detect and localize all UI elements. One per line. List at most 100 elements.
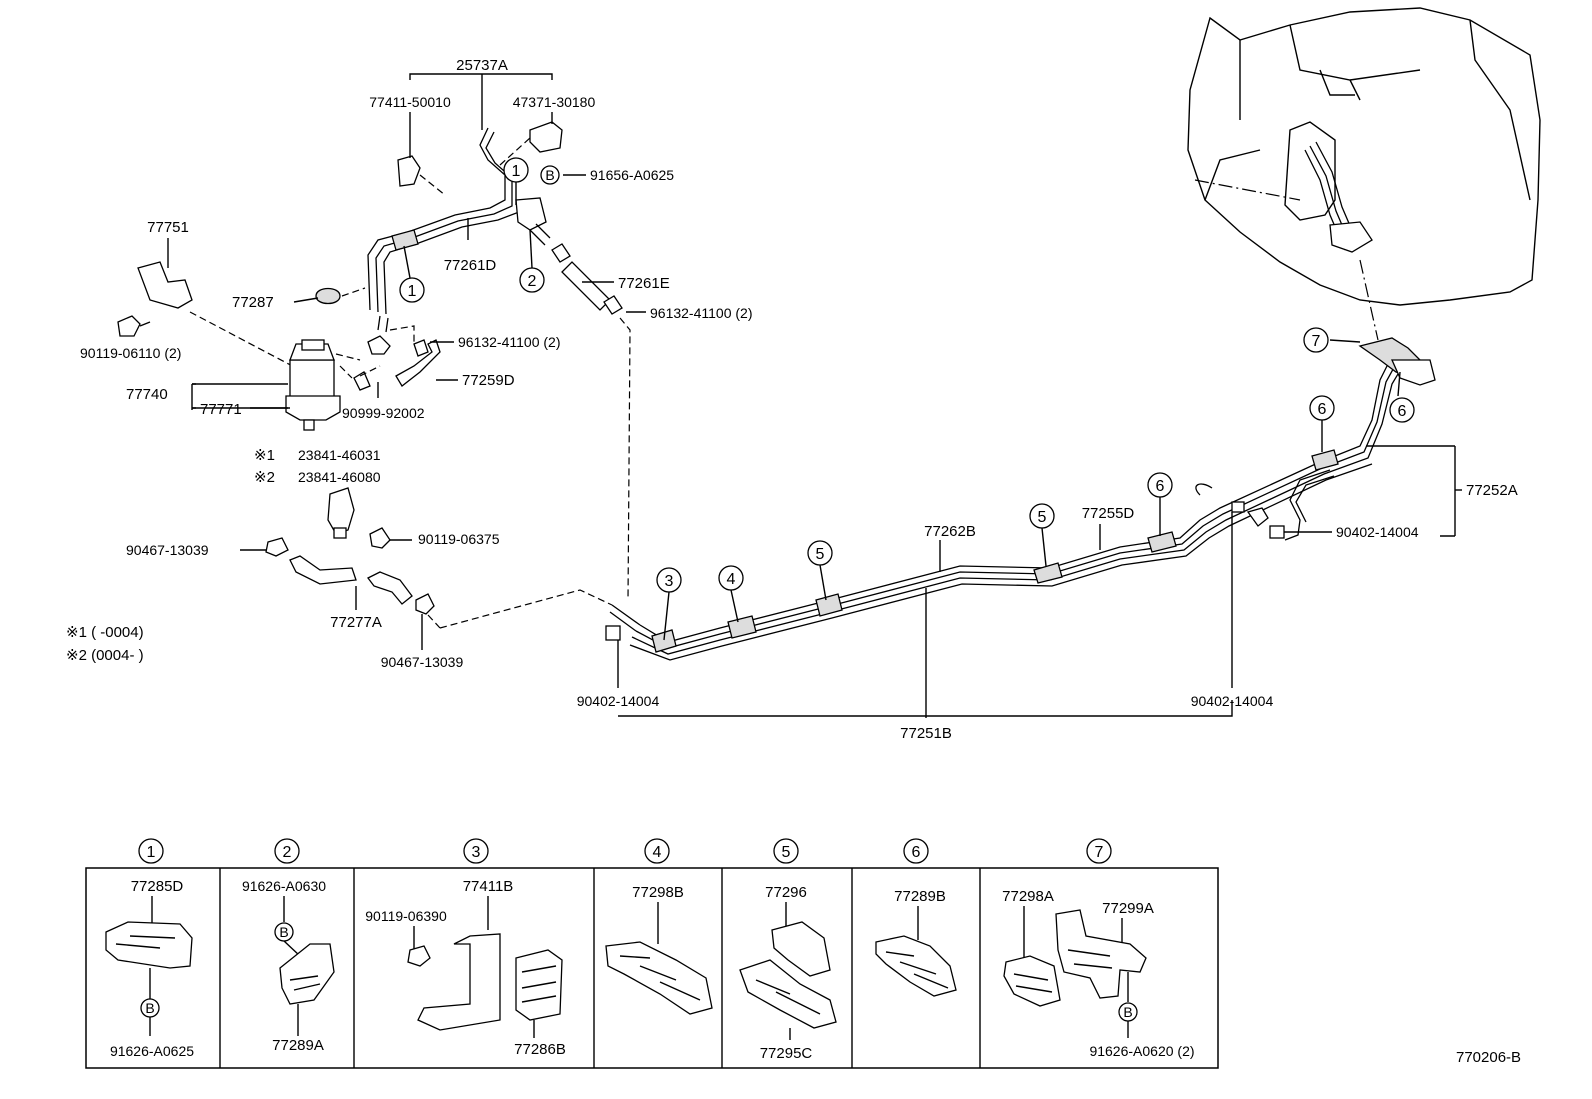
svg-text:5: 5 bbox=[816, 546, 825, 563]
part-labels: 25737A 77411-50010 47371-30180 91656-A06… bbox=[66, 57, 1518, 742]
label-96132-41100-a: 96132-41100 (2) bbox=[650, 305, 752, 321]
svg-text:7: 7 bbox=[1312, 333, 1321, 350]
callout-7: 7 bbox=[1303, 327, 1329, 353]
label-77411-50010: 77411-50010 bbox=[369, 94, 451, 110]
label-77285D: 77285D bbox=[131, 878, 184, 895]
label-77286B: 77286B bbox=[514, 1041, 566, 1058]
label-77289A: 77289A bbox=[272, 1037, 324, 1054]
label-77296: 77296 bbox=[765, 884, 807, 901]
label-77740: 77740 bbox=[126, 386, 168, 403]
label-96132-41100-b: 96132-41100 (2) bbox=[458, 334, 560, 350]
panel-3-header: 3 bbox=[463, 838, 489, 864]
legend-note-1: ※1 ( -0004) bbox=[66, 624, 144, 641]
callout-6-a: 6 bbox=[1147, 472, 1173, 498]
upper-left-assembly bbox=[117, 121, 623, 629]
panel-4-header: 4 bbox=[644, 838, 670, 864]
svg-text:5: 5 bbox=[782, 844, 791, 861]
callout-6-b: 6 bbox=[1309, 395, 1335, 421]
label-91626-A0625: 91626-A0625 bbox=[110, 1043, 194, 1059]
svg-text:7: 7 bbox=[1095, 844, 1104, 861]
legend-note-2: ※2 (0004- ) bbox=[66, 647, 144, 664]
label-91626-A0630: 91626-A0630 bbox=[242, 878, 326, 894]
label-90467-13039-b: 90467-13039 bbox=[381, 654, 464, 670]
label-77295C: 77295C bbox=[760, 1045, 813, 1062]
note2-mark: ※2 bbox=[254, 469, 275, 486]
svg-text:3: 3 bbox=[665, 573, 674, 590]
fuel-tank-illustration bbox=[1187, 7, 1541, 341]
label-90402-14004-c: 90402-14004 bbox=[1336, 524, 1419, 540]
label-91626-A0620: 91626-A0620 (2) bbox=[1089, 1043, 1194, 1059]
panel-2-header: 2 bbox=[274, 838, 300, 864]
label-77261D: 77261D bbox=[444, 257, 497, 274]
label-90119-06390: 90119-06390 bbox=[365, 908, 447, 924]
label-77255D: 77255D bbox=[1082, 505, 1135, 522]
label-23841-46080: 23841-46080 bbox=[298, 469, 381, 485]
label-25737A: 25737A bbox=[456, 57, 508, 74]
svg-text:6: 6 bbox=[1318, 401, 1327, 418]
svg-text:1: 1 bbox=[147, 844, 156, 861]
label-77751: 77751 bbox=[147, 219, 189, 236]
label-91656-A0625: 91656-A0625 bbox=[590, 167, 674, 183]
label-77277A: 77277A bbox=[330, 614, 382, 631]
panel-2-b-marker: B bbox=[274, 922, 294, 942]
label-90402-14004-a: 90402-14004 bbox=[577, 693, 660, 709]
callout-4: 4 bbox=[718, 565, 744, 591]
label-77298A: 77298A bbox=[1002, 888, 1054, 905]
callout-1-upper-a: 1 bbox=[503, 157, 529, 183]
label-90402-14004-b: 90402-14004 bbox=[1191, 693, 1274, 709]
label-77411B: 77411B bbox=[463, 878, 514, 895]
label-77287: 77287 bbox=[232, 294, 274, 311]
label-90467-13039-a: 90467-13039 bbox=[126, 542, 209, 558]
callout-6-c: 6 bbox=[1389, 397, 1415, 423]
svg-text:4: 4 bbox=[653, 844, 662, 861]
svg-text:6: 6 bbox=[1398, 403, 1407, 420]
label-23841-46031: 23841-46031 bbox=[298, 447, 381, 463]
callout-5-a: 5 bbox=[807, 540, 833, 566]
diagram-id: 770206-B bbox=[1456, 1049, 1521, 1066]
label-90999-92002: 90999-92002 bbox=[342, 405, 425, 421]
callout-circles: 1 1 2 3 4 5 5 6 6 6 7 B bbox=[399, 157, 1415, 641]
pipe-clamps bbox=[651, 337, 1436, 653]
main-fuel-pipes bbox=[439, 317, 1405, 661]
b-marker-upper: B bbox=[540, 165, 560, 185]
leader-lines bbox=[167, 73, 1462, 718]
svg-text:1: 1 bbox=[408, 283, 417, 300]
callout-2-upper: 2 bbox=[519, 267, 545, 293]
svg-text:2: 2 bbox=[283, 844, 292, 861]
svg-text:5: 5 bbox=[1038, 509, 1047, 526]
svg-text:B: B bbox=[1123, 1004, 1132, 1020]
label-47371-30180: 47371-30180 bbox=[513, 94, 596, 110]
svg-text:1: 1 bbox=[512, 163, 521, 180]
panel-7-header: 7 bbox=[1086, 838, 1112, 864]
panel-1-header: 1 bbox=[138, 838, 164, 864]
panel-6-header: 6 bbox=[903, 838, 929, 864]
panel-7-b-marker: B bbox=[1118, 1002, 1138, 1022]
label-77252A: 77252A bbox=[1466, 482, 1518, 499]
svg-text:B: B bbox=[545, 167, 554, 183]
label-77259D: 77259D bbox=[462, 372, 515, 389]
label-77289B: 77289B bbox=[894, 888, 946, 905]
label-77251B: 77251B bbox=[900, 725, 952, 742]
svg-text:4: 4 bbox=[727, 571, 736, 588]
callout-5-b: 5 bbox=[1029, 503, 1055, 529]
note1-mark: ※1 bbox=[254, 447, 275, 464]
label-77298B: 77298B bbox=[632, 884, 684, 901]
panel-1-b-marker: B bbox=[140, 998, 160, 1018]
label-77261E: 77261E bbox=[618, 275, 670, 292]
label-90119-06110: 90119-06110 (2) bbox=[80, 345, 181, 361]
label-77299A: 77299A bbox=[1102, 900, 1154, 917]
label-77771: 77771 bbox=[200, 401, 242, 418]
svg-text:3: 3 bbox=[472, 844, 481, 861]
callout-1-upper-b: 1 bbox=[399, 277, 425, 303]
label-90119-06375: 90119-06375 bbox=[418, 531, 500, 547]
svg-text:2: 2 bbox=[528, 273, 537, 290]
detail-panels: 1 2 3 4 5 6 7 77285D B 91626-A0625 91626… bbox=[85, 838, 1219, 1069]
svg-text:6: 6 bbox=[1156, 478, 1165, 495]
svg-text:6: 6 bbox=[912, 844, 921, 861]
svg-text:B: B bbox=[145, 1000, 154, 1016]
label-77262B: 77262B bbox=[924, 523, 976, 540]
svg-text:B: B bbox=[279, 924, 288, 940]
callout-3: 3 bbox=[656, 567, 682, 593]
panel-5-header: 5 bbox=[773, 838, 799, 864]
